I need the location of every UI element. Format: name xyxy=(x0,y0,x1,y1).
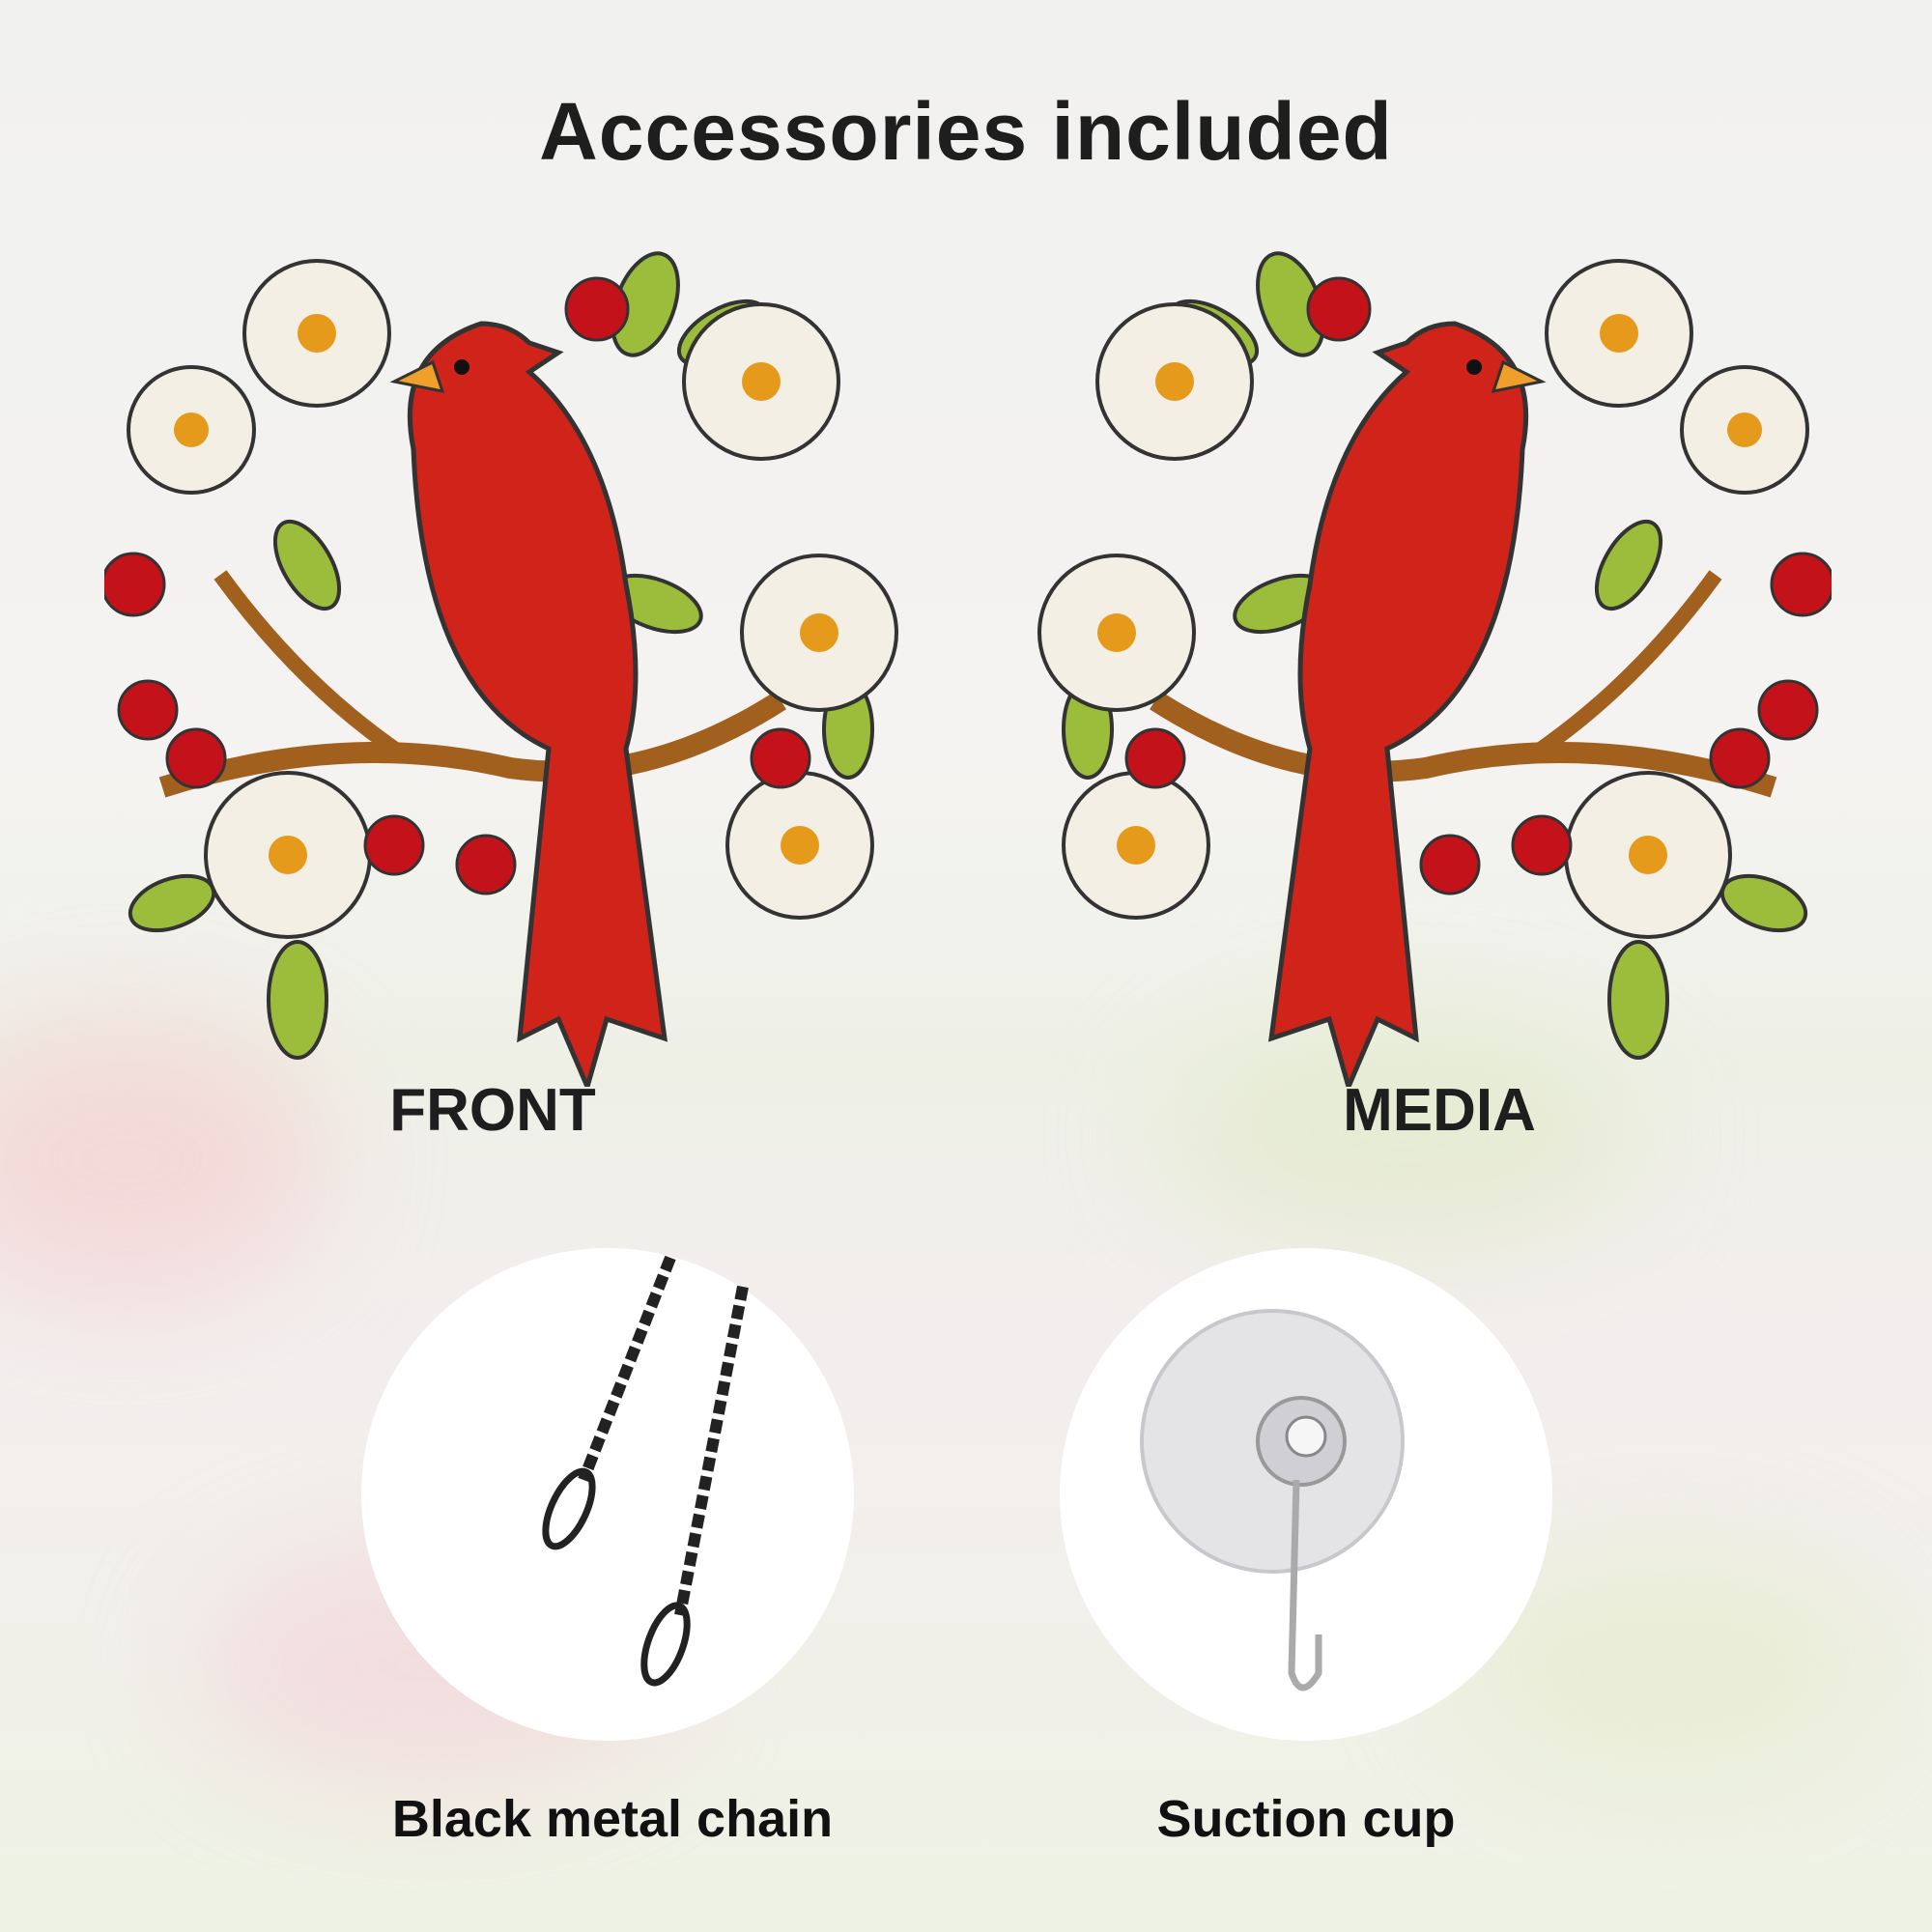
front-label: FRONT xyxy=(389,1077,596,1144)
cardinal-ornament-front xyxy=(104,251,898,1087)
chain-icon xyxy=(542,1255,749,1687)
suction-cup-icon xyxy=(1140,1309,1405,1691)
chain-caption: Black metal chain xyxy=(391,1790,834,1848)
background-blur xyxy=(0,1014,328,1304)
suction-cup-image-circle xyxy=(1060,1248,1552,1741)
suction-cup-caption: Suction cup xyxy=(1156,1790,1456,1848)
background-blur xyxy=(1159,1014,1642,1256)
cardinal-ornament-media xyxy=(1010,246,1832,1087)
chain-image-circle xyxy=(361,1248,854,1741)
media-label: MEDIA xyxy=(1343,1077,1536,1144)
page-title: Accessories included xyxy=(539,86,1393,177)
